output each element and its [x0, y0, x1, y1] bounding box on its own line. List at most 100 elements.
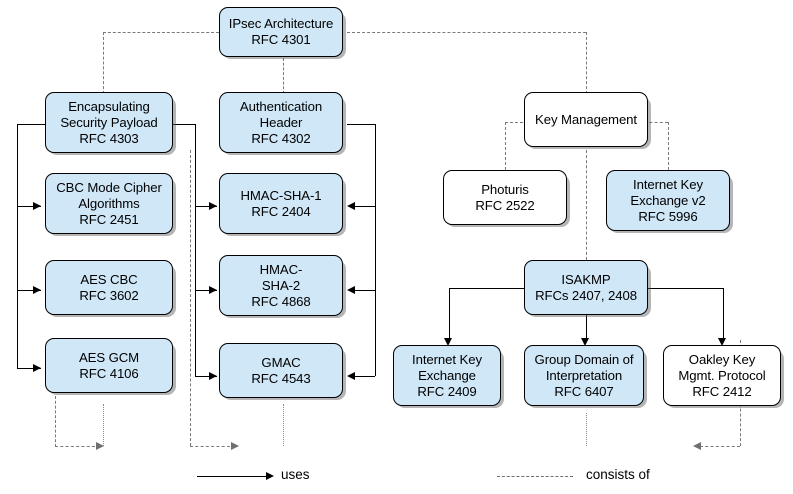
- uses-arrow-to-aesgcm: [33, 364, 41, 372]
- uses-edge-esp-out-left: [17, 124, 45, 125]
- uses-edge-ah-out-right: [347, 124, 375, 125]
- consists-of-spine-right-lower: [586, 413, 587, 446]
- legend-uses-line: [197, 476, 269, 477]
- consists-of-edge-km-to-photuris: [505, 122, 506, 170]
- node-line: Security Payload: [60, 114, 158, 130]
- node-line: HMAC-SHA-1: [240, 187, 322, 203]
- uses-edge-ah-to-hmacsha1: [355, 206, 375, 207]
- node-photuris[interactable]: Photuris RFC 2522: [443, 170, 567, 225]
- node-hmac-sha-2[interactable]: HMAC- SHA-2 RFC 4868: [219, 255, 343, 316]
- node-line: Exchange: [418, 367, 476, 383]
- legend-consists-of-label: consists of: [586, 467, 650, 482]
- node-authentication-header[interactable]: Authentication Header RFC 4302: [219, 92, 343, 153]
- consists-of-edge-arch-left: [103, 32, 219, 33]
- consists-of-edge-km-left: [505, 122, 533, 123]
- node-line: Key Management: [535, 111, 637, 127]
- node-line: Mgmt. Protocol: [678, 367, 766, 383]
- uses-edge-esp-to-hmacsha1: [195, 206, 217, 207]
- node-hmac-sha-1[interactable]: HMAC-SHA-1 RFC 2404: [219, 173, 343, 234]
- node-line: IPsec Architecture: [228, 16, 334, 31]
- node-aes-gcm[interactable]: AES GCM RFC 4106: [45, 338, 173, 393]
- uses-edge-isakmp-left: [449, 288, 524, 289]
- uses-bus-esp-right: [195, 124, 196, 376]
- node-line: RFC 3602: [79, 287, 139, 303]
- consists-of-edge-left-foot: [55, 446, 95, 447]
- uses-edge-esp-out-right: [173, 124, 195, 125]
- node-line: Interpretation: [545, 367, 623, 383]
- consists-of-edge-mid-riser: [190, 150, 191, 446]
- node-isakmp[interactable]: ISAKMP RFCs 2407, 2408: [524, 260, 648, 315]
- consists-of-edge-right-foot: [700, 446, 740, 447]
- node-esp[interactable]: Encapsulating Security Payload RFC 4303: [45, 92, 173, 153]
- legend-uses-arrowhead: [266, 472, 274, 480]
- node-line: RFC 2409: [417, 383, 477, 399]
- consists-of-arrow-left: [96, 442, 104, 450]
- consists-of-edge-mid-foot: [190, 446, 230, 447]
- uses-bus-ah-right: [375, 124, 376, 376]
- consists-of-edge-arch-to-esp: [103, 32, 104, 94]
- uses-edge-isakmp-to-oakley: [723, 288, 724, 340]
- consists-of-spine-left-lower: [103, 404, 104, 446]
- node-ike[interactable]: Internet Key Exchange RFC 2409: [393, 345, 501, 406]
- legend-uses-label: uses: [281, 467, 310, 482]
- node-line: RFC 4302: [251, 130, 311, 146]
- uses-arrow-ah-to-hmacsha2: [347, 286, 355, 294]
- uses-edge-isakmp-to-ike: [449, 288, 450, 340]
- consists-of-edge-arch-right: [347, 32, 586, 33]
- consists-of-spine-mid-lower: [283, 404, 284, 446]
- node-line: GMAC: [261, 354, 301, 370]
- node-line: RFC 6407: [554, 383, 614, 399]
- node-line: Header: [259, 114, 303, 130]
- node-line: RFC 4868: [251, 293, 311, 309]
- node-line: RFC 5996: [638, 208, 698, 224]
- node-line: RFC 4301: [251, 32, 311, 47]
- uses-edge-to-aescbc: [17, 290, 41, 291]
- uses-edge-isakmp-to-gdoi: [586, 315, 587, 340]
- node-line: RFC 2404: [251, 203, 311, 219]
- uses-edge-to-aesgcm: [17, 368, 41, 369]
- uses-edge-isakmp-right: [648, 288, 723, 289]
- node-line: Exchange v2: [630, 192, 706, 208]
- uses-arrow-esp-to-hmacsha2: [209, 286, 217, 294]
- node-gmac[interactable]: GMAC RFC 4543: [219, 343, 343, 398]
- uses-arrow-to-gdoi: [581, 338, 589, 346]
- uses-arrow-esp-to-hmacsha1: [209, 202, 217, 210]
- uses-arrow-to-cbc: [33, 202, 41, 210]
- node-oakley[interactable]: Oakley Key Mgmt. Protocol RFC 2412: [663, 345, 781, 406]
- node-line: RFC 4303: [79, 130, 139, 146]
- uses-edge-esp-to-gmac: [195, 376, 217, 377]
- node-line: Photuris: [481, 181, 529, 197]
- node-line: RFC 4543: [251, 370, 311, 386]
- uses-bus-left-lower: [17, 290, 18, 368]
- node-line: Internet Key: [633, 176, 703, 192]
- uses-edge-ah-to-gmac: [355, 376, 375, 377]
- consists-of-arrow-mid: [231, 442, 239, 450]
- uses-arrow-ah-to-gmac: [347, 372, 355, 380]
- uses-edge-to-cbc: [17, 206, 41, 207]
- node-key-management[interactable]: Key Management: [524, 92, 648, 147]
- node-gdoi[interactable]: Group Domain of Interpretation RFC 6407: [524, 345, 644, 406]
- consists-of-arrow-right: [693, 442, 701, 450]
- uses-arrow-esp-to-gmac: [209, 372, 217, 380]
- node-line: Group Domain of: [534, 351, 634, 367]
- node-line: AES CBC: [80, 271, 138, 287]
- node-line: SHA-2: [261, 277, 301, 293]
- node-line: RFCs 2407, 2408: [535, 287, 637, 303]
- consists-of-edge-km-to-ikev2: [668, 122, 669, 170]
- uses-edge-ah-to-hmacsha2: [355, 290, 375, 291]
- consists-of-edge-km-to-isakmp: [586, 150, 587, 260]
- consists-of-edge-arch-to-km: [586, 32, 587, 94]
- node-line: Internet Key: [412, 351, 482, 367]
- node-line: RFC 2522: [475, 197, 535, 213]
- node-ipsec-architecture[interactable]: IPsec Architecture RFC 4301: [219, 7, 343, 57]
- node-line: RFC 2451: [79, 211, 139, 227]
- uses-arrow-to-oakley: [718, 338, 726, 346]
- node-line: Algorithms: [78, 195, 140, 211]
- uses-edge-esp-to-hmacsha2: [195, 290, 217, 291]
- node-cbc-mode-cipher-algorithms[interactable]: CBC Mode Cipher Algorithms RFC 2451: [45, 173, 173, 234]
- node-line: Authentication: [239, 98, 323, 114]
- node-line: CBC Mode Cipher: [56, 179, 162, 195]
- node-aes-cbc[interactable]: AES CBC RFC 3602: [45, 260, 173, 315]
- node-ikev2[interactable]: Internet Key Exchange v2 RFC 5996: [606, 170, 730, 231]
